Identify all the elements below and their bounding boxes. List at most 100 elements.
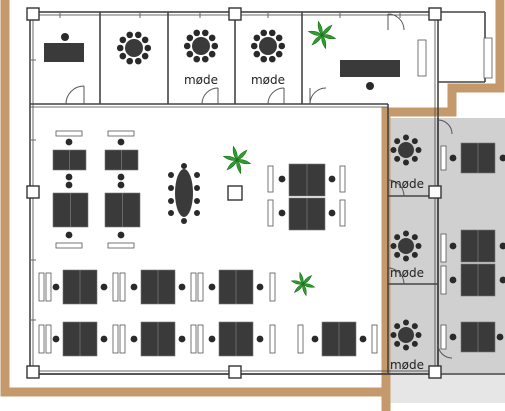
room-label-mode-1: møde: [184, 73, 218, 87]
chair-icon: [403, 255, 409, 262]
shelf-icon: [371, 324, 378, 354]
shelf-icon: [107, 130, 135, 137]
chair-icon: [499, 154, 505, 162]
chair-icon: [194, 185, 200, 191]
chair-icon: [359, 335, 367, 343]
chair-icon: [415, 243, 422, 249]
desk-icon: [140, 321, 176, 357]
shelf-icon: [38, 272, 45, 302]
chair-icon: [390, 332, 397, 338]
table-top: [259, 37, 277, 55]
chair-icon: [201, 55, 209, 63]
shelf-icon: [55, 130, 83, 137]
chair-icon: [275, 34, 283, 42]
plant-icon: [290, 271, 316, 297]
chair-icon: [278, 42, 286, 50]
chair-icon: [256, 283, 264, 291]
shelf-icon: [339, 199, 346, 227]
table-top: [398, 327, 414, 343]
chair-icon: [130, 283, 138, 291]
shelf-icon: [55, 242, 83, 249]
chair-icon: [186, 50, 194, 58]
desk-icon: [288, 197, 326, 231]
round-table-icon: [116, 31, 152, 65]
plant-leaf: [311, 34, 323, 46]
chair-icon: [126, 57, 134, 65]
chair-icon: [403, 344, 409, 351]
chair-icon: [168, 198, 174, 204]
chair-icon: [178, 283, 186, 291]
desk-icon: [62, 321, 98, 357]
chair-icon: [394, 340, 401, 347]
chair-icon: [186, 34, 194, 42]
chair-icon: [130, 335, 138, 343]
chair-icon: [65, 231, 73, 239]
shelf-icon: [297, 324, 304, 354]
desk-icon: [104, 192, 141, 228]
shelf-icon: [197, 272, 204, 302]
shelf-icon: [267, 165, 274, 193]
shelf-icon: [269, 324, 276, 354]
meeting-rooms: [116, 29, 286, 65]
chair-icon: [394, 138, 401, 145]
shelf-icon: [119, 272, 126, 302]
chair-icon: [193, 29, 201, 37]
chair-icon: [394, 323, 401, 330]
chair-icon: [256, 335, 264, 343]
shelf-icon: [119, 324, 126, 354]
desk-icon: [62, 269, 98, 305]
chair-icon: [260, 29, 268, 37]
shelf-icon: [107, 242, 135, 249]
room-labels: møde møde møde møde møde: [184, 73, 424, 372]
round-table-icon: [390, 230, 422, 262]
chair-icon: [201, 29, 209, 37]
chair-icon: [394, 155, 401, 162]
shelf-icon: [267, 199, 274, 227]
round-table-icon: [390, 134, 422, 166]
chair-icon: [411, 340, 418, 347]
chair-icon: [65, 138, 73, 146]
plant-leaf: [236, 159, 252, 165]
chair-icon: [181, 163, 187, 169]
chair-icon: [100, 335, 108, 343]
desk-icon: [460, 321, 496, 353]
chair-icon: [141, 52, 149, 60]
chair-icon: [117, 138, 125, 146]
chair-icon: [394, 234, 401, 241]
plant-leaf: [236, 159, 242, 175]
plant-leaf: [299, 271, 304, 285]
chair-icon: [117, 181, 125, 189]
plant-leaf: [226, 159, 238, 171]
chair-icon: [411, 251, 418, 258]
column-icon: [26, 7, 442, 379]
chair-icon: [449, 333, 457, 341]
chair-icon: [100, 283, 108, 291]
shelf-icon: [112, 272, 119, 302]
chair-icon: [208, 283, 216, 291]
chair-icon: [134, 31, 142, 39]
chair-icon: [194, 198, 200, 204]
chair-icon: [394, 251, 401, 258]
office-desk: [44, 33, 84, 62]
desk-icon: [460, 142, 496, 174]
chair-icon: [278, 175, 286, 183]
chair-icon: [183, 42, 191, 50]
plant-leaf: [321, 34, 337, 40]
office-desk-right: [340, 60, 400, 90]
oval-table-icon: [175, 169, 193, 217]
table-top: [125, 39, 143, 57]
plant-icon: [222, 145, 252, 175]
desk-icon: [288, 163, 326, 197]
door-icon: [65, 13, 453, 359]
chair-icon: [278, 209, 286, 217]
right-zone-furniture: [390, 134, 505, 353]
chair-icon: [275, 50, 283, 58]
chair-icon: [65, 181, 73, 189]
chair-icon: [268, 29, 276, 37]
desk-icon: [140, 269, 176, 305]
chair-icon: [411, 155, 418, 162]
chair-icon: [415, 332, 422, 338]
chair-icon: [126, 31, 134, 39]
